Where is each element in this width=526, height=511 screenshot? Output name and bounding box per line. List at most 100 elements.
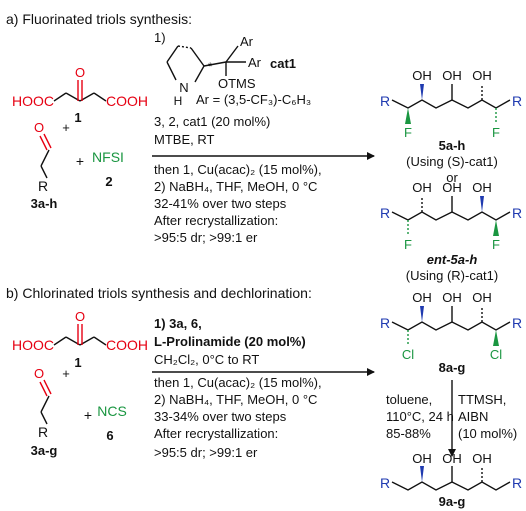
- r-right-label: R: [512, 475, 522, 491]
- compound-3ah-label: 3a-h: [31, 196, 58, 211]
- aryl-top-label: Ar: [240, 34, 254, 49]
- aldehyde-o-label: O: [34, 366, 44, 381]
- condition-line: >95:5 dr; >99:1 er: [154, 445, 258, 460]
- acid-hooc-label: HOOC: [12, 93, 54, 109]
- condition-line: L-Prolinamide (20 mol%): [154, 334, 306, 349]
- catalyst-name-label: cat1: [270, 56, 296, 71]
- aldehyde-o-label: O: [34, 120, 44, 135]
- compound-3ag-label: 3a-g: [31, 443, 58, 458]
- hydroxyl-label: OH: [472, 451, 492, 466]
- condition-line: After recrystallization:: [154, 213, 278, 228]
- section-a-heading: a) Fluorinated triols synthesis:: [6, 11, 192, 27]
- ketone-o-label: O: [75, 309, 85, 324]
- plus-sign: +: [62, 120, 70, 135]
- r-left-label: R: [380, 93, 390, 109]
- condition-line: TTMSH,: [458, 392, 506, 407]
- condition-line: then 1, Cu(acac)₂ (15 mol%),: [154, 375, 322, 390]
- otms-label: OTMS: [218, 76, 256, 91]
- condition-line: 110°C, 24 h: [386, 409, 454, 424]
- hydroxyl-label: OH: [412, 68, 432, 83]
- hydroxyl-label: OH: [442, 180, 462, 195]
- fluorine-label: F: [404, 125, 412, 140]
- condition-line: toluene,: [386, 392, 432, 407]
- r-left-label: R: [380, 315, 390, 331]
- hydroxyl-label: OH: [442, 68, 462, 83]
- chlorine-label: Cl: [402, 347, 414, 362]
- stereocenter-mark: *: [208, 61, 213, 73]
- catalyst-usage-label: (Using (R)-cat1): [406, 268, 498, 283]
- hydroxyl-label: OH: [412, 290, 432, 305]
- product-8ag: R R OH OH OH Cl Cl 8a-g: [380, 290, 522, 375]
- condition-line: 85-88%: [386, 426, 431, 441]
- ketone-o-label: O: [75, 65, 85, 80]
- oxoglutaric-acid-a: HOOC COOH O 1: [12, 65, 148, 125]
- aldehyde-b: O R 3a-g: [31, 366, 58, 458]
- aryl-mid-label: Ar: [248, 55, 262, 70]
- fluorine-label: F: [492, 125, 500, 140]
- compound-9ag-label: 9a-g: [439, 494, 466, 509]
- r-right-label: R: [512, 205, 522, 221]
- condition-line: 1) 3a, 6,: [154, 316, 202, 331]
- condition-line: CH₂Cl₂, 0°C to RT: [154, 352, 259, 367]
- compound-5ah-label: 5a-h: [439, 138, 466, 153]
- compound-1-label: 1: [74, 110, 81, 125]
- condition-line: 2) NaBH₄, THF, MeOH, 0 °C: [154, 392, 317, 407]
- hydroxyl-label: OH: [412, 451, 432, 466]
- conditions-a: 3, 2, cat1 (20 mol%) MTBE, RT then 1, Cu…: [154, 114, 322, 245]
- or-label: or: [446, 170, 458, 185]
- oxoglutaric-acid-b: HOOC COOH O 1: [12, 309, 148, 370]
- condition-line: 33-34% over two steps: [154, 409, 287, 424]
- r-left-label: R: [380, 475, 390, 491]
- nfsi-label: NFSI: [92, 149, 124, 165]
- plus-sign: +: [76, 153, 84, 169]
- compound-ent-5ah-label: ent-5a-h: [427, 252, 478, 267]
- fluorine-label: F: [492, 237, 500, 252]
- condition-line: (10 mol%): [458, 426, 517, 441]
- aldehyde-a: O R 3a-h: [31, 120, 58, 211]
- conditions-b: 1) 3a, 6, L-Prolinamide (20 mol%) CH₂Cl₂…: [154, 316, 322, 460]
- step-1-label: 1): [154, 30, 166, 45]
- hydroxyl-label: OH: [472, 180, 492, 195]
- catalyst-usage-label: (Using (S)-cat1): [406, 154, 498, 169]
- nh-h-label: H: [174, 94, 183, 108]
- condition-line: then 1, Cu(acac)₂ (15 mol%),: [154, 162, 322, 177]
- nh-n-label: N: [179, 80, 188, 95]
- plus-sign: +: [84, 407, 92, 423]
- r-right-label: R: [512, 315, 522, 331]
- catalyst-structure: 1) N H * Ar Ar cat1 OTMS Ar = (3,5-CF₃)-…: [154, 30, 311, 108]
- condition-line: 32-41% over two steps: [154, 196, 287, 211]
- aldehyde-r-label: R: [38, 178, 48, 194]
- dechlorination-conditions-right: TTMSH, AIBN (10 mol%): [458, 392, 517, 441]
- aryl-definition-label: Ar = (3,5-CF₃)-C₆H₃: [196, 92, 311, 107]
- acid-hooc-label: HOOC: [12, 337, 54, 353]
- condition-line: 2) NaBH₄, THF, MeOH, 0 °C: [154, 179, 317, 194]
- condition-line: AIBN: [458, 409, 488, 424]
- acid-cooh-label: COOH: [106, 337, 148, 353]
- hydroxyl-label: OH: [442, 290, 462, 305]
- aldehyde-r-label: R: [38, 424, 48, 440]
- chlorine-label: Cl: [490, 347, 502, 362]
- ncs-label: NCS: [97, 403, 127, 419]
- hydroxyl-label: OH: [442, 451, 462, 466]
- dechlorination-conditions-left: toluene, 110°C, 24 h 85-88%: [386, 392, 454, 441]
- product-9ag: R R OH OH OH 9a-g: [380, 451, 522, 509]
- hydroxyl-label: OH: [412, 180, 432, 195]
- section-b-heading: b) Chlorinated triols synthesis and dech…: [6, 285, 312, 301]
- product-ent-5ah: R R OH OH OH F F ent-5a-h (Using (R)-cat…: [380, 180, 522, 283]
- r-right-label: R: [512, 93, 522, 109]
- hydroxyl-label: OH: [472, 68, 492, 83]
- condition-line: After recrystallization:: [154, 426, 278, 441]
- hydroxyl-label: OH: [472, 290, 492, 305]
- condition-line: MTBE, RT: [154, 132, 214, 147]
- compound-1-label: 1: [74, 355, 81, 370]
- plus-sign: +: [62, 366, 70, 381]
- acid-cooh-label: COOH: [106, 93, 148, 109]
- compound-6-label: 6: [106, 428, 113, 443]
- compound-2-label: 2: [105, 174, 112, 189]
- condition-line: >95:5 dr; >99:1 er: [154, 230, 258, 245]
- compound-8ag-label: 8a-g: [439, 360, 466, 375]
- condition-line: 3, 2, cat1 (20 mol%): [154, 114, 270, 129]
- r-left-label: R: [380, 205, 390, 221]
- fluorine-label: F: [404, 237, 412, 252]
